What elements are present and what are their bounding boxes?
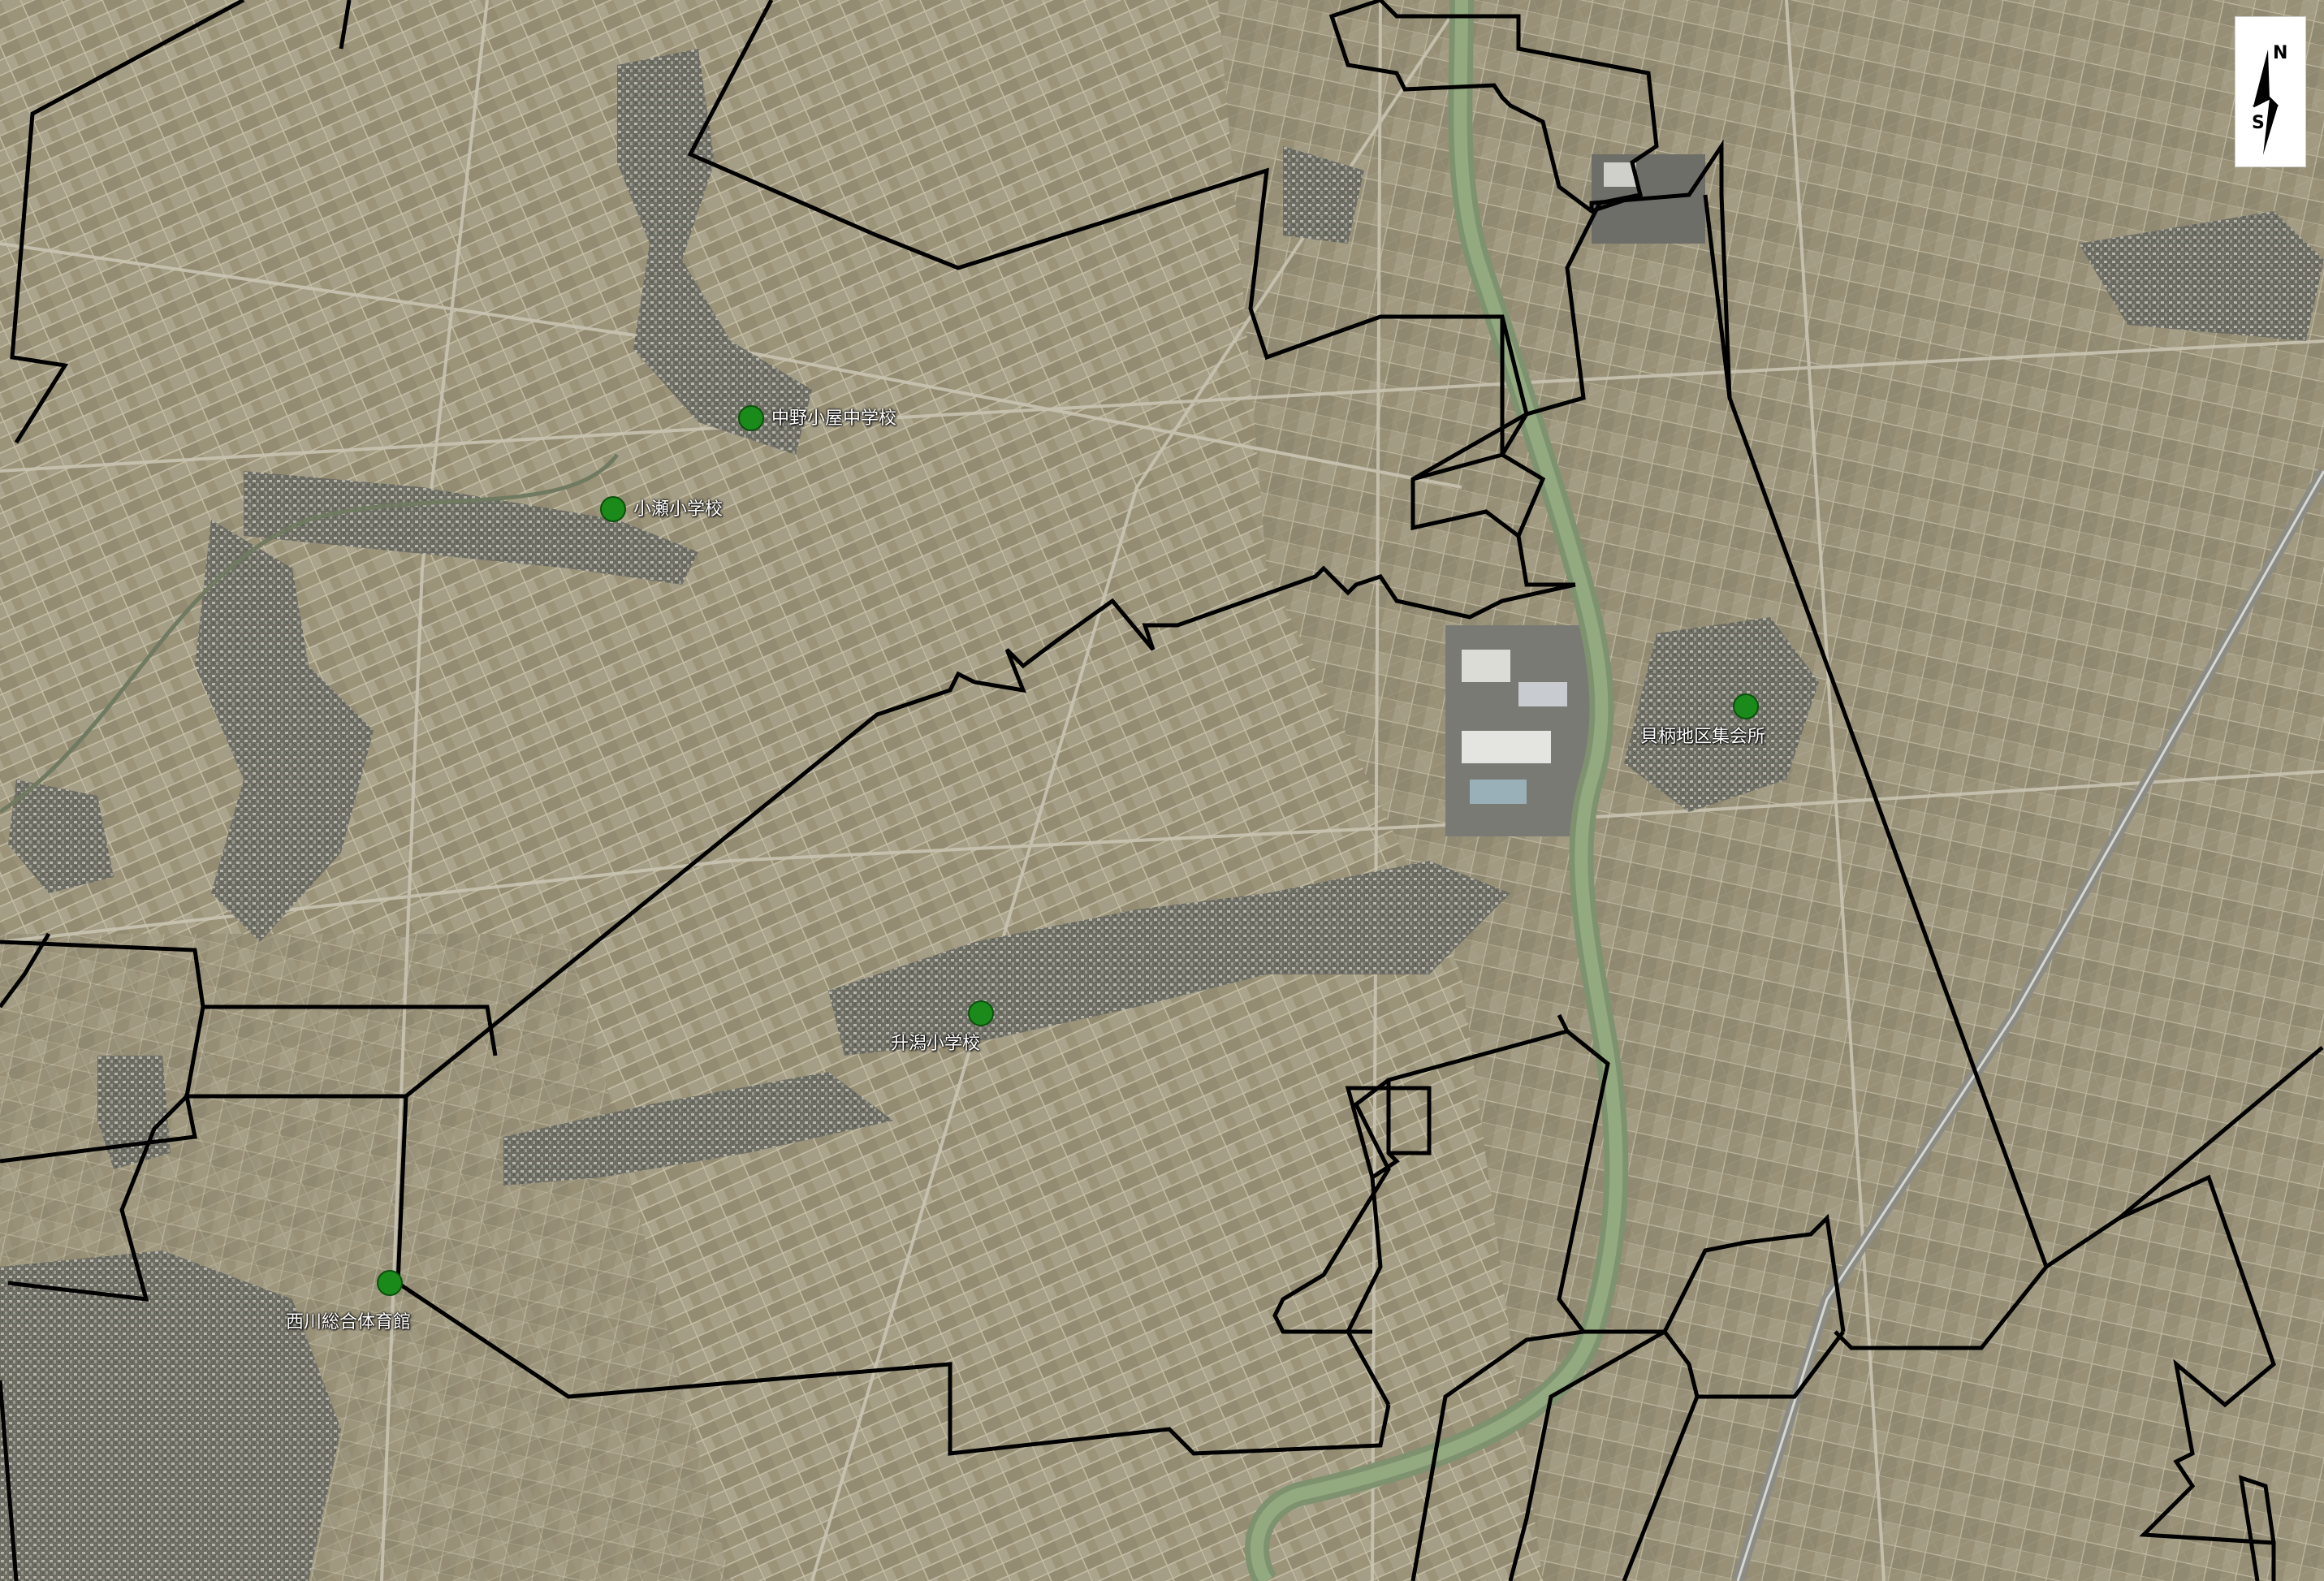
north-arrow: N S — [2235, 16, 2306, 167]
north-label: N — [2273, 43, 2288, 63]
poi-marker-kose-es[interactable] — [600, 496, 626, 522]
poi-label-nishikawa-gym[interactable]: 西川総合体育館 — [286, 1312, 412, 1333]
south-label: S — [2252, 113, 2265, 133]
creek — [0, 453, 619, 814]
field-zone — [1218, 0, 2324, 1581]
railway-line — [1736, 470, 2324, 1581]
poi-label-kose-es[interactable]: 小瀬小学校 — [633, 499, 724, 520]
poi-marker-nishikawa-gym[interactable] — [377, 1270, 403, 1296]
poi-label-kaigara-hall[interactable]: 貝柄地区集会所 — [1640, 727, 1766, 747]
river-water — [1251, 0, 1623, 1581]
poi-label-nakanokoya-jhs[interactable]: 中野小屋中学校 — [771, 408, 897, 429]
poi-marker-kaigara-hall[interactable] — [1733, 693, 1759, 719]
villages — [0, 49, 2324, 1581]
north-arrow-icon — [2253, 50, 2279, 155]
poi-label-masugata-es[interactable]: 升潟小学校 — [891, 1034, 981, 1054]
poi-marker-masugata-es[interactable] — [968, 1000, 994, 1026]
poi-marker-nakanokoya-jhs[interactable] — [738, 405, 764, 431]
